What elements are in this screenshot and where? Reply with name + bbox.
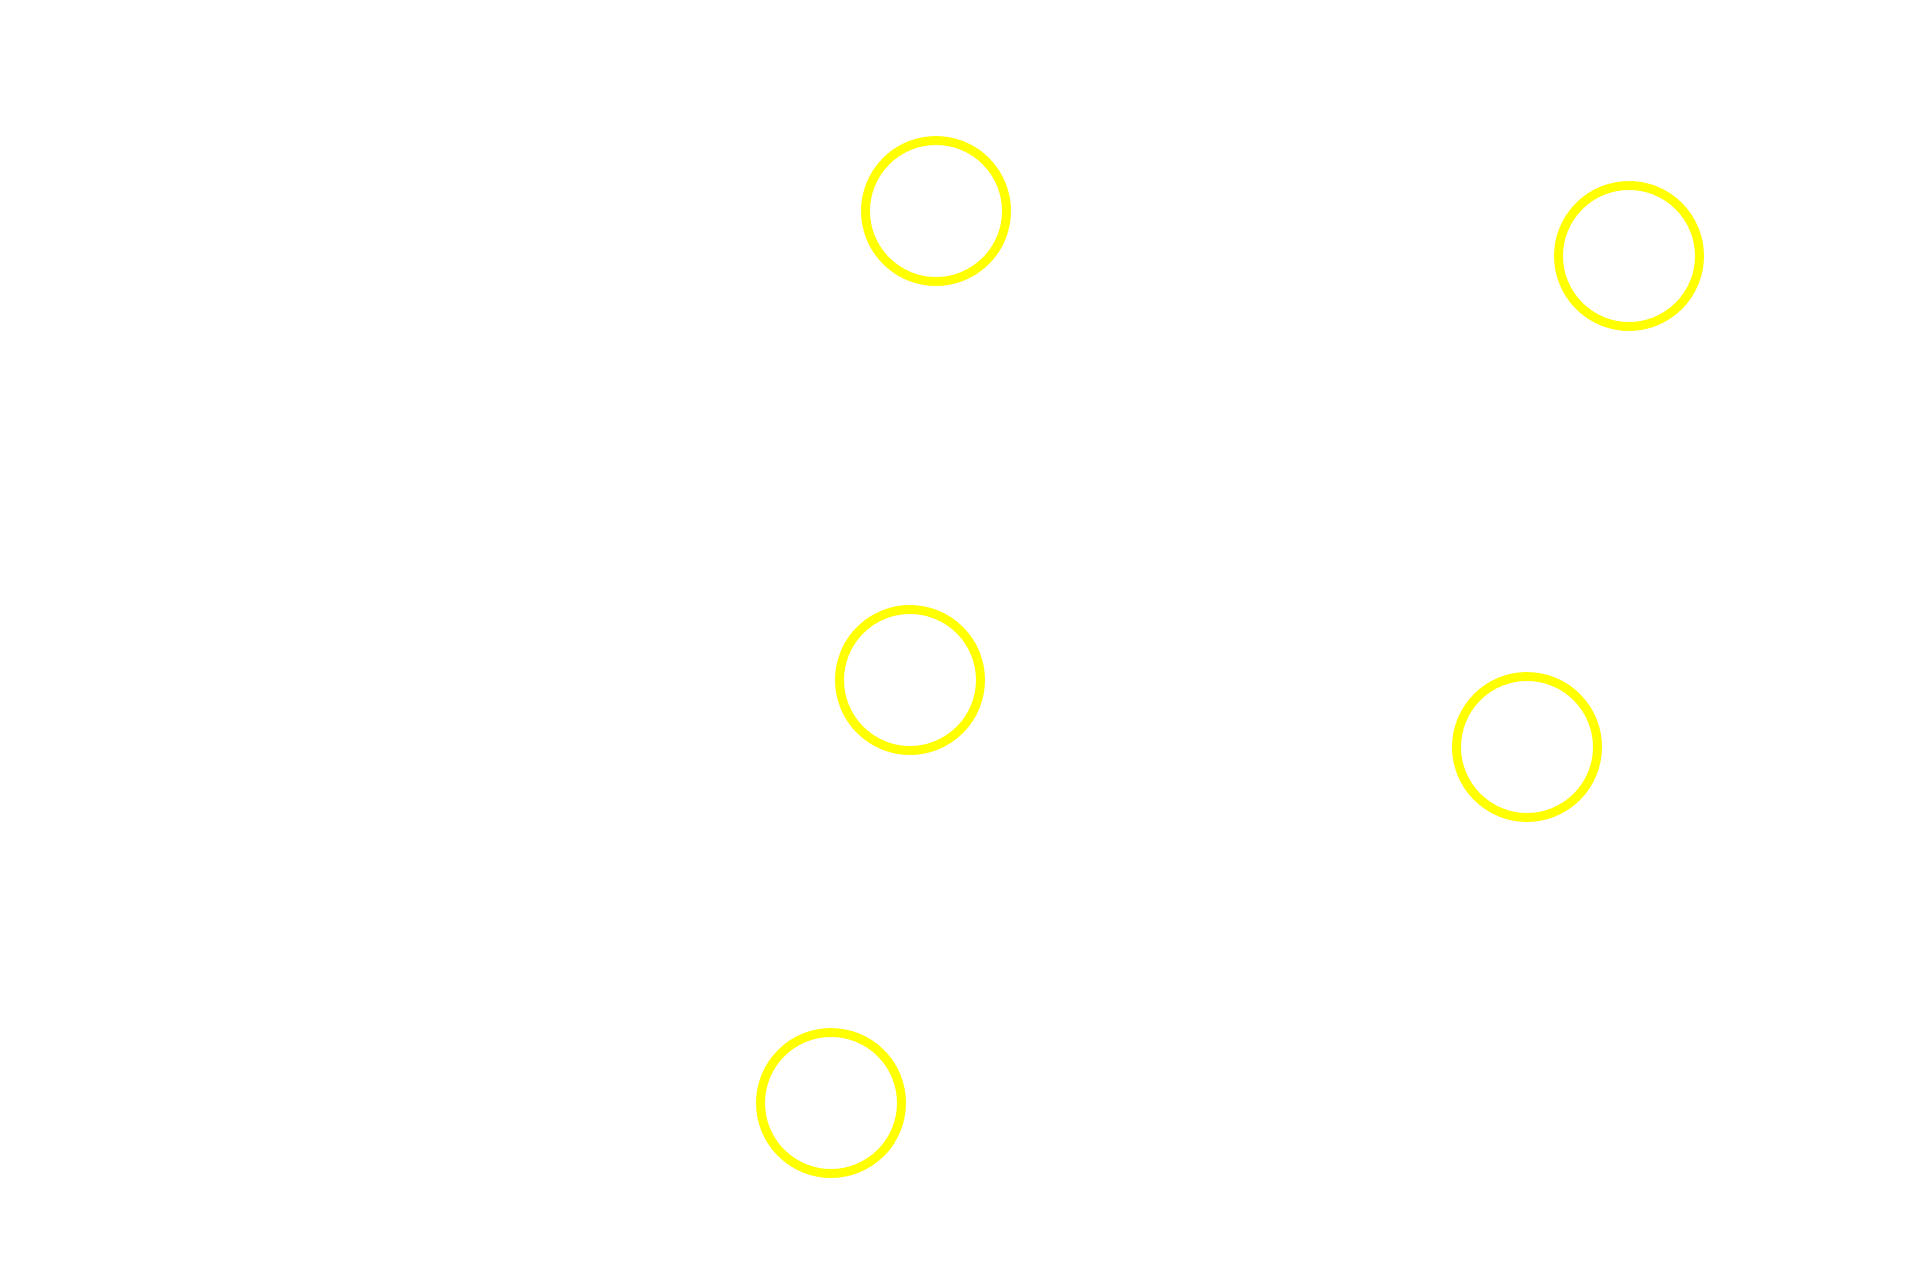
ring-marker-5 bbox=[756, 1028, 906, 1178]
ring-marker-4 bbox=[1452, 672, 1602, 822]
ring-marker-1 bbox=[861, 136, 1011, 286]
ring-marker-3 bbox=[835, 605, 985, 755]
ring-marker-2 bbox=[1554, 181, 1704, 331]
